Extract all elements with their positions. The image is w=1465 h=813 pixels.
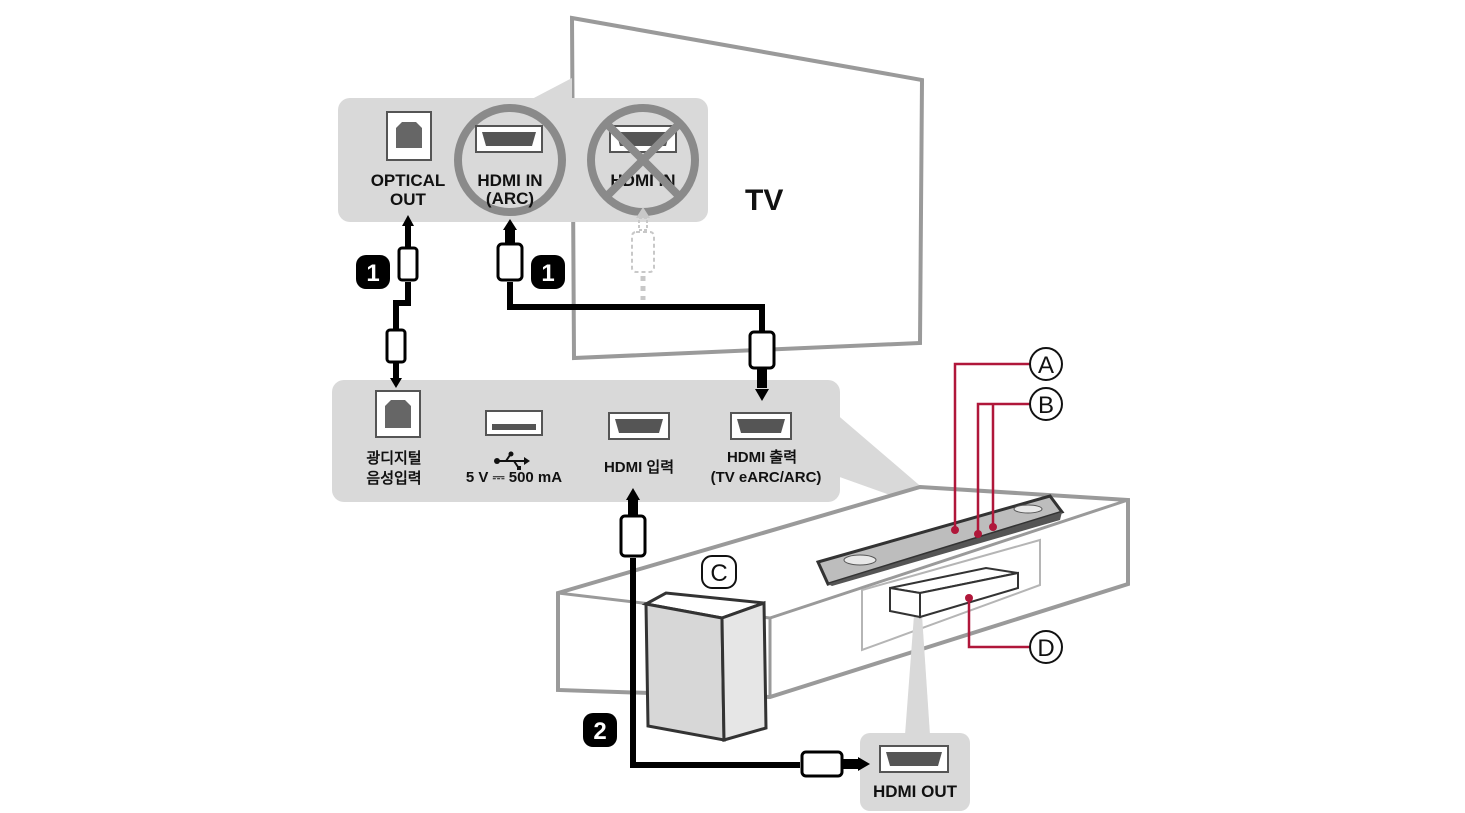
step-number: 2 <box>593 718 606 745</box>
usb-port-icon <box>485 410 543 436</box>
optical-in-label-2: 음성입력 <box>366 469 421 487</box>
callout-dots <box>951 523 997 602</box>
hdmi-port-icon <box>475 125 543 153</box>
optical-port-icon <box>375 390 421 438</box>
callout-a: A <box>1029 347 1063 381</box>
soundbar-hdmi-in-port: HDMI 입력 <box>604 412 674 476</box>
callout-a-letter: A <box>1038 352 1054 379</box>
step-number: 1 <box>366 260 379 287</box>
hdmi-port-icon <box>730 412 792 440</box>
callout-lines <box>953 362 1030 649</box>
step-number: 1 <box>541 260 554 287</box>
callout-b-letter: B <box>1038 392 1054 419</box>
optical-cable <box>385 215 419 388</box>
hdmi-arc-cable <box>496 219 776 401</box>
callout-c: C <box>701 555 737 589</box>
hdmi-out-label-2: (TV eARC/ARC) <box>711 469 822 486</box>
callout-d: D <box>1029 630 1063 664</box>
callout-b: B <box>1029 387 1063 421</box>
usb-symbol-icon <box>494 451 530 470</box>
hdmi-out-label-1: HDMI 출력 <box>727 448 797 466</box>
subwoofer <box>641 591 768 742</box>
tv-label: TV <box>745 184 783 217</box>
tv-optical-out-label-1: OPTICAL <box>371 171 446 190</box>
hdmi-port-icon <box>879 745 949 773</box>
tv-hdmi-arc-label-2: (ARC) <box>486 189 534 208</box>
optical-port-icon <box>386 111 432 161</box>
soundbar-port-panel <box>332 380 960 520</box>
soundbar-optical-in-port: 광디지털 음성입력 <box>366 390 422 487</box>
hdmi-in-label: HDMI 입력 <box>604 458 674 476</box>
tv-hdmi-arc-label-1: HDMI IN <box>477 171 542 190</box>
step-badge-2: 2 <box>583 713 617 747</box>
callout-d-letter: D <box>1037 635 1054 662</box>
tv-optical-out-port: OPTICAL OUT <box>371 111 446 209</box>
soundbar-usb-port: 5 V ⎓ 500 mA <box>466 410 562 486</box>
device-hdmi-out-label: HDMI OUT <box>873 782 958 801</box>
soundbar-hdmi-out-port: HDMI 출력 (TV eARC/ARC) <box>711 412 822 486</box>
tv-optical-out-label-2: OUT <box>390 190 427 209</box>
callout-c-letter: C <box>710 560 727 587</box>
soundbar <box>815 494 1065 586</box>
tv-hdmi-arc-port: HDMI IN (ARC) <box>454 104 566 216</box>
cross-icon <box>604 121 682 199</box>
ghost-hdmi-connector <box>631 207 655 300</box>
hdmi-port-icon <box>608 412 670 440</box>
step-badge-1-hdmi: 1 <box>531 255 565 289</box>
optical-in-label-1: 광디지털 <box>366 449 421 467</box>
hdmi-source-cable <box>619 488 870 778</box>
device-port-panel: HDMI OUT <box>860 615 970 811</box>
step-badge-1-optical: 1 <box>356 255 390 289</box>
usb-label: 5 V ⎓ 500 mA <box>466 469 562 486</box>
